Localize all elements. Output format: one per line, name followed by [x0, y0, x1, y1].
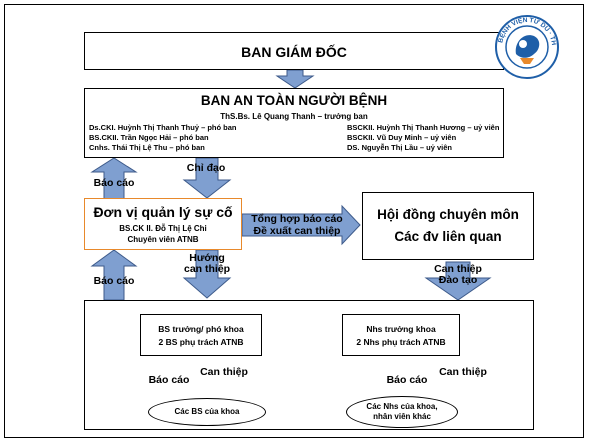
member: BSCKII. Vũ Duy Minh – uỷ viên: [347, 133, 457, 142]
safety-head: ThS.Bs. Lê Quang Thanh – trưởng ban: [220, 112, 368, 121]
label-summary-2: Đề xuất can thiệp: [253, 225, 341, 237]
member: BS.CKII. Trần Ngọc Hải – phó ban: [89, 133, 209, 142]
arrow-direct-down: [182, 157, 232, 199]
unit-line2: Chuyên viên ATNB: [127, 235, 199, 244]
council-line1: Hội đồng chuyên môn: [377, 207, 519, 222]
member: BSCKII. Huỳnh Thị Thanh Hương – uỷ viên: [347, 123, 500, 132]
label-training: Đào tạo: [438, 274, 478, 286]
member: Cnhs. Thái Thị Lệ Thu – phó ban: [89, 143, 205, 152]
slide-frame: [4, 4, 584, 438]
label-guide-2: can thiệp: [184, 263, 231, 275]
dept-nurses-line1: Nhs trưởng khoa: [366, 324, 436, 334]
label-report-1: Báo cáo: [93, 177, 135, 189]
safety-title: BAN AN TOÀN NGƯỜI BỆNH: [200, 93, 388, 108]
label-guide-1: Hướng: [189, 252, 225, 264]
council-box: Hội đồng chuyên môn Các đv liên quan: [362, 192, 534, 260]
dept-doctors-line2: 2 BS phụ trách ATNB: [158, 337, 244, 347]
dept-doctors-box: BS trưởng/ phó khoa 2 BS phụ trách ATNB: [140, 314, 262, 356]
label-doc-report: Báo cáo: [148, 374, 190, 386]
logo-icon: BỆNH VIỆN TỪ DŨ · THÀNH PHỐ HỒ CHÍ MINH: [491, 6, 559, 79]
arrow-report-up-1: [90, 157, 138, 201]
dept-doctors-line1: BS trưởng/ phó khoa: [158, 324, 244, 334]
label-direct: Chỉ đạo: [186, 162, 226, 174]
hospital-logo: BỆNH VIỆN TỪ DŨ · THÀNH PHỐ HỒ CHÍ MINH: [491, 6, 560, 80]
incident-unit-box: Đơn vị quản lý sự cố BS.CK II. Đỗ Thị Lệ…: [84, 198, 242, 250]
staff-doctors-label: Các BS của khoa: [174, 407, 240, 416]
label-nurse-report: Báo cáo: [386, 374, 428, 386]
staff-nurses-line1: Các Nhs của khoa,: [366, 402, 438, 411]
label-intervene-council: Can thiệp: [434, 263, 482, 275]
dept-nurses-line2: 2 Nhs phụ trách ATNB: [356, 337, 446, 347]
unit-title: Đơn vị quản lý sự cố: [93, 204, 233, 220]
staff-nurses-ellipse: Các Nhs của khoa, nhân viên khác: [346, 396, 458, 428]
staff-doctors-ellipse: Các BS của khoa: [148, 398, 266, 426]
safety-members-left: Ds.CKI. Huỳnh Thị Thanh Thuỷ – phó ban B…: [89, 123, 237, 153]
safety-members-right: BSCKII. Huỳnh Thị Thanh Hương – uỷ viên …: [347, 123, 499, 153]
member: DS. Nguyễn Thị Lầu – uỷ viên: [347, 143, 453, 152]
staff-nurses-line2: nhân viên khác: [373, 412, 431, 421]
member: Ds.CKI. Huỳnh Thị Thanh Thuỷ – phó ban: [89, 123, 237, 132]
safety-committee-box: BAN AN TOÀN NGƯỜI BỆNH ThS.Bs. Lê Quang …: [84, 88, 504, 158]
dept-nurses-box: Nhs trưởng khoa 2 Nhs phụ trách ATNB: [342, 314, 460, 356]
label-doc-intervene: Can thiệp: [200, 366, 248, 378]
arrow-council-down: [424, 261, 492, 301]
arrow-report-up-2: [90, 249, 138, 301]
board-title: BAN GIÁM ĐỐC: [241, 44, 347, 60]
arrow-guide-down: [182, 249, 232, 299]
label-nurse-intervene: Can thiệp: [439, 366, 487, 378]
label-report-2: Báo cáo: [93, 275, 135, 287]
board-box: BAN GIÁM ĐỐC: [84, 32, 504, 70]
council-line2: Các đv liên quan: [394, 229, 502, 244]
arrow-board-to-safety: [275, 69, 315, 89]
unit-line1: BS.CK II. Đỗ Thị Lệ Chi: [119, 224, 207, 233]
label-summary-1: Tổng hợp báo cáo: [251, 213, 343, 225]
arrow-summary-right: [241, 204, 361, 246]
